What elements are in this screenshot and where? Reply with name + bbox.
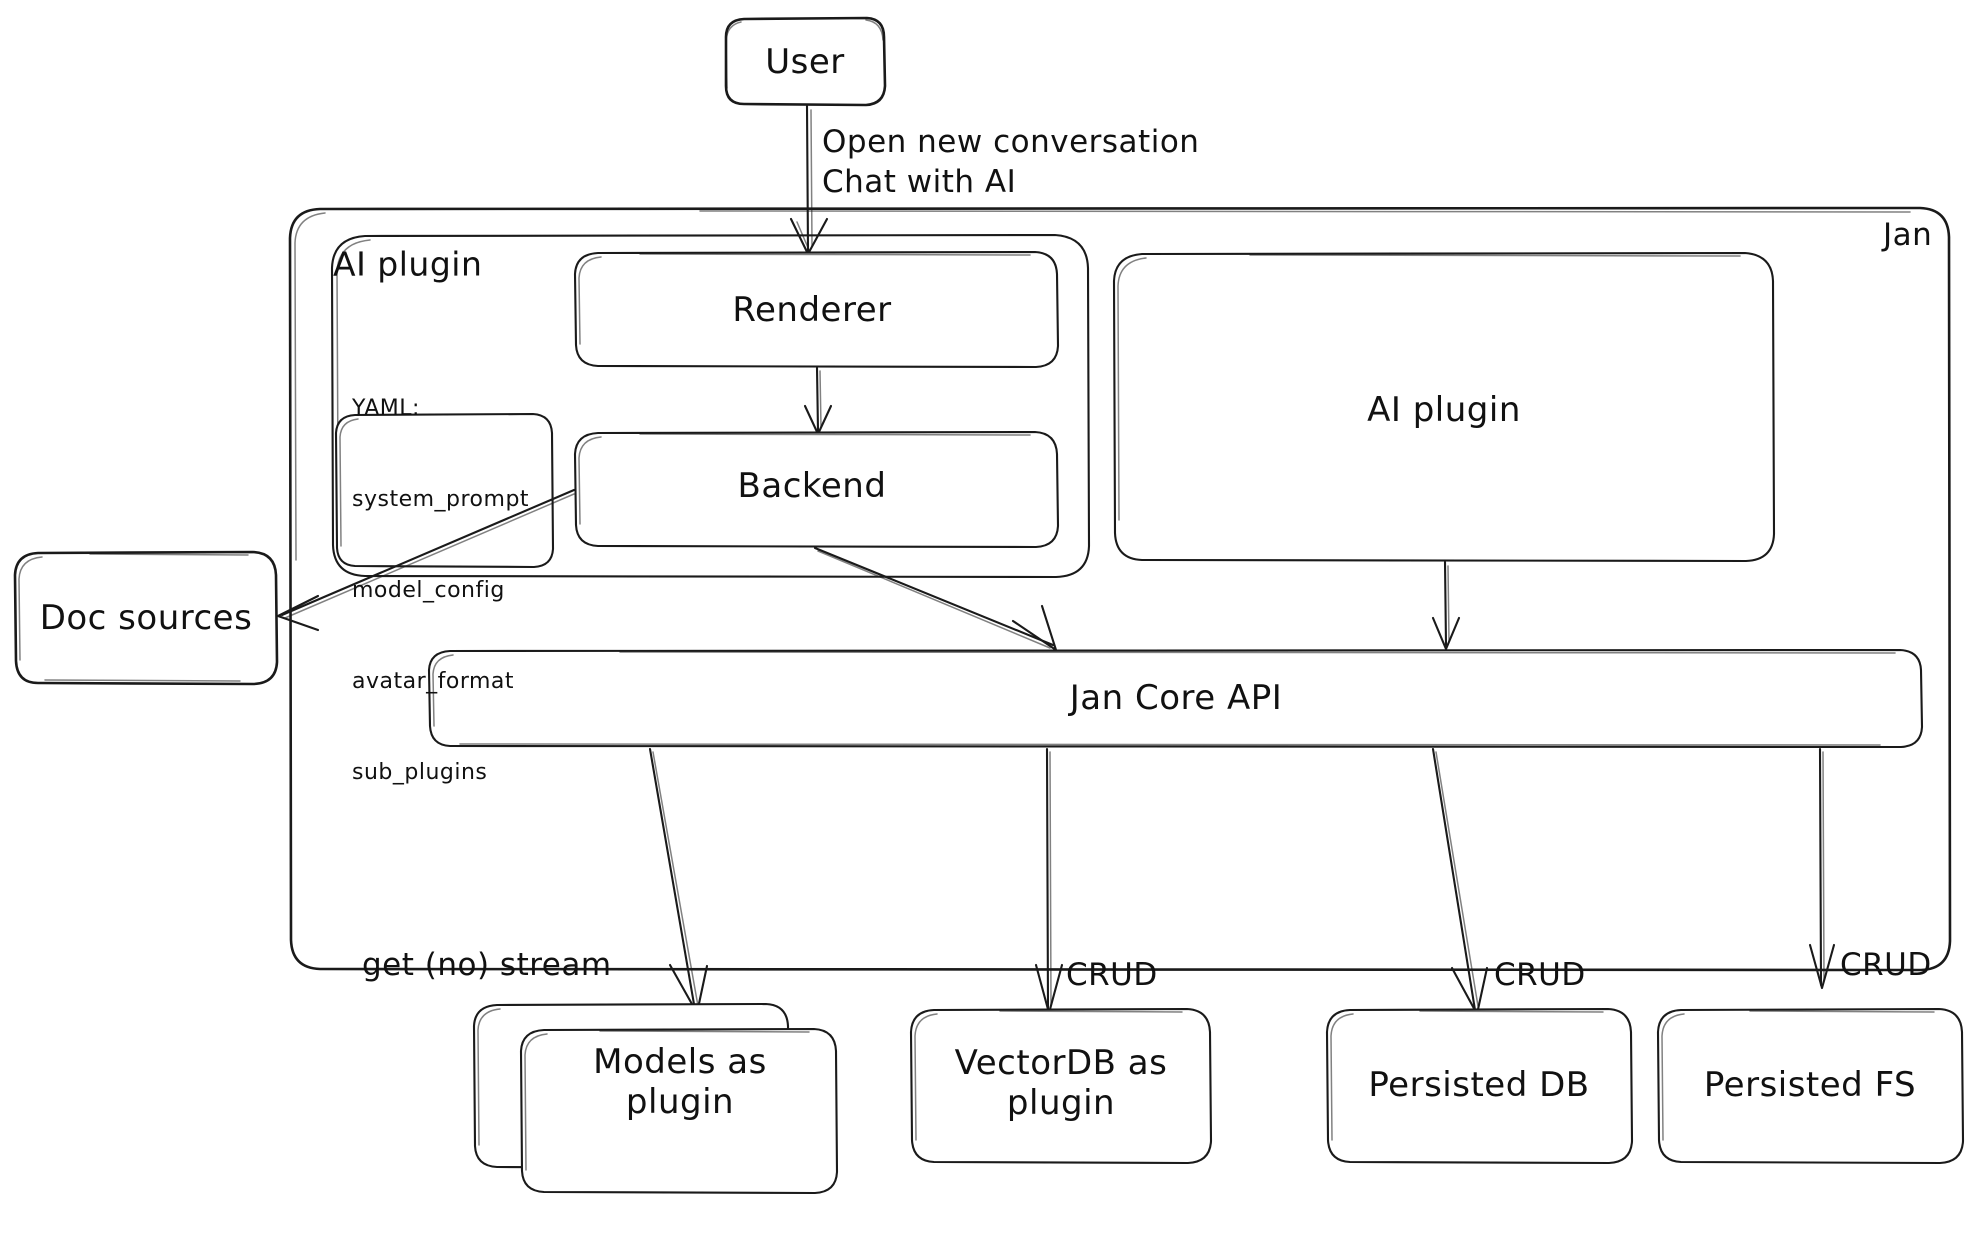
node-models-as-plugin[interactable]	[474, 1004, 837, 1193]
node-ai-plugin-box-shape[interactable]	[1112, 251, 1776, 563]
node-persisted-fs-shape[interactable]	[1656, 1007, 1965, 1165]
node-persisted-db[interactable]	[1327, 1009, 1632, 1163]
edge-core-to-persisted-fs	[1808, 747, 1836, 990]
node-renderer[interactable]	[575, 252, 1058, 367]
node-yaml-note	[336, 414, 553, 567]
edge-backend-to-core	[813, 546, 1058, 652]
node-user[interactable]	[726, 18, 885, 106]
edge-backend-to-doc-sources	[276, 488, 576, 632]
node-jan-core-api[interactable]	[429, 650, 1922, 747]
node-yaml-note-shape	[334, 412, 555, 569]
edge-renderer-to-backend	[803, 366, 833, 436]
node-jan-core-api-shape[interactable]	[427, 648, 1924, 749]
node-doc-sources[interactable]	[15, 552, 277, 684]
node-vectordb-as-plugin[interactable]	[911, 1009, 1211, 1163]
edge-core-to-models	[648, 747, 709, 1015]
edge-core-to-persisted-db	[1431, 747, 1489, 1016]
node-user-shape[interactable]	[724, 16, 887, 107]
node-models-as-plugin-shape[interactable]	[472, 1002, 839, 1195]
container-jan-shape	[288, 206, 1952, 972]
node-ai-plugin-box[interactable]	[1114, 253, 1774, 561]
node-persisted-db-shape[interactable]	[1325, 1007, 1634, 1165]
edge-core-to-vectordb	[1034, 747, 1064, 1015]
edge-user-to-renderer	[789, 104, 829, 256]
edge-ai-plugin-to-core	[1431, 560, 1461, 651]
node-renderer-shape[interactable]	[573, 250, 1060, 369]
node-vectordb-as-plugin-shape[interactable]	[909, 1007, 1213, 1165]
node-doc-sources-shape[interactable]	[13, 550, 279, 686]
node-persisted-fs[interactable]	[1658, 1009, 1963, 1163]
node-backend[interactable]	[575, 432, 1058, 547]
node-backend-shape[interactable]	[573, 430, 1060, 549]
container-ai-plugin-group-shape	[330, 233, 1091, 579]
